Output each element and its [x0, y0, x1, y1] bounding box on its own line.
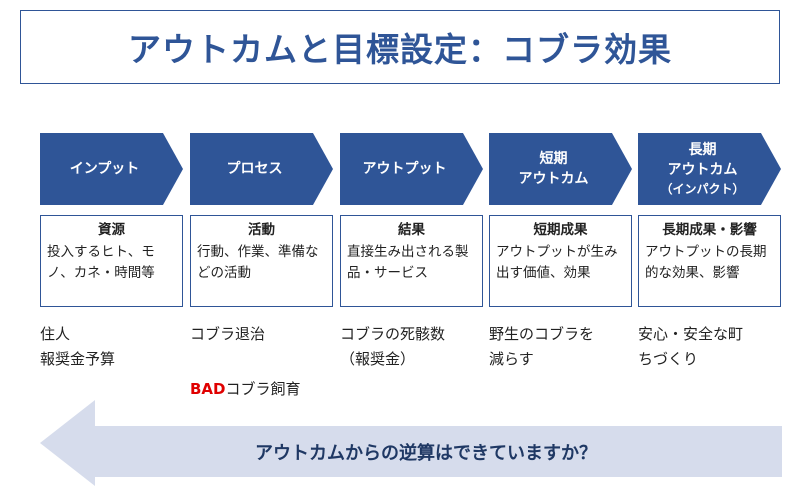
example-line: コブラ退治 — [190, 325, 266, 343]
box-text: 投入するヒト、モノ、カネ・時間等 — [47, 243, 155, 282]
bad-example: BADコブラ飼育 — [190, 378, 301, 399]
stage-label: インプット — [69, 160, 140, 177]
example-line: 報奨金予算 — [40, 349, 116, 368]
bad-label: BAD — [190, 380, 226, 398]
cobra-example: コブラ退治 — [190, 322, 265, 347]
stage-chevron: 短期アウトカム — [489, 133, 632, 205]
stage-label: アウトプット — [362, 160, 447, 177]
example-line: 住人 — [40, 325, 71, 343]
stage-chevron: プロセス — [190, 133, 333, 205]
stage-box: 長期成果・影響アウトプットの長期的な効果、影響 — [638, 215, 781, 307]
stage-chevron: 長期アウトカム （インパクト） — [638, 133, 781, 205]
stage-box: 結果直接生み出される製品・サービス — [340, 215, 483, 307]
example-line: 安心・安全な町 — [638, 325, 744, 343]
bottom-question: アウトカムからの逆算はできていますか？ — [255, 442, 597, 464]
stage-chevron: インプット — [40, 133, 183, 205]
page-title: アウトカムと目標設定：コブラ効果 — [20, 10, 780, 84]
example-line: コブラの死骸数 — [340, 325, 446, 343]
stage-label: 長期 — [688, 142, 717, 158]
stage-box: 活動行動、作業、準備などの活動 — [190, 215, 333, 307]
stage-box: 短期成果アウトプットが生み出す価値、効果 — [489, 215, 632, 307]
cobra-example: コブラの死骸数 （報奨金） — [340, 322, 445, 372]
box-title: 結果 — [398, 222, 425, 238]
example-line: 減らす — [489, 349, 534, 368]
box-title: 短期成果 — [533, 222, 588, 238]
box-title: 資源 — [98, 222, 125, 238]
stage-sublabel: （インパクト） — [660, 181, 745, 196]
box-text: アウトプットの長期的な効果、影響 — [645, 243, 767, 282]
box-title: 長期成果・影響 — [662, 222, 757, 238]
box-text: アウトプットが生み出す価値、効果 — [496, 243, 618, 282]
cobra-example: 野生のコブラを減らす — [489, 322, 594, 372]
stage-label: 短期 — [539, 150, 568, 167]
example-line: （報奨金） — [340, 349, 416, 368]
stage-label: アウトカム — [518, 171, 589, 187]
stage-label: プロセス — [226, 160, 283, 177]
stage-box: 資源投入するヒト、モノ、カネ・時間等 — [40, 215, 183, 307]
example-line: 野生のコブラを — [489, 325, 595, 343]
example-line: ちづくり — [638, 349, 699, 368]
bad-text: コブラ飼育 — [225, 380, 301, 398]
cobra-example: 安心・安全な町ちづくり — [638, 322, 743, 372]
stage-chevron: アウトプット — [340, 133, 483, 205]
box-title: 活動 — [248, 222, 275, 238]
cobra-example: 住人報奨金予算 — [40, 322, 115, 372]
box-text: 行動、作業、準備などの活動 — [197, 243, 319, 282]
box-text: 直接生み出される製品・サービス — [347, 243, 469, 282]
stage-label: アウトカム — [667, 162, 738, 179]
